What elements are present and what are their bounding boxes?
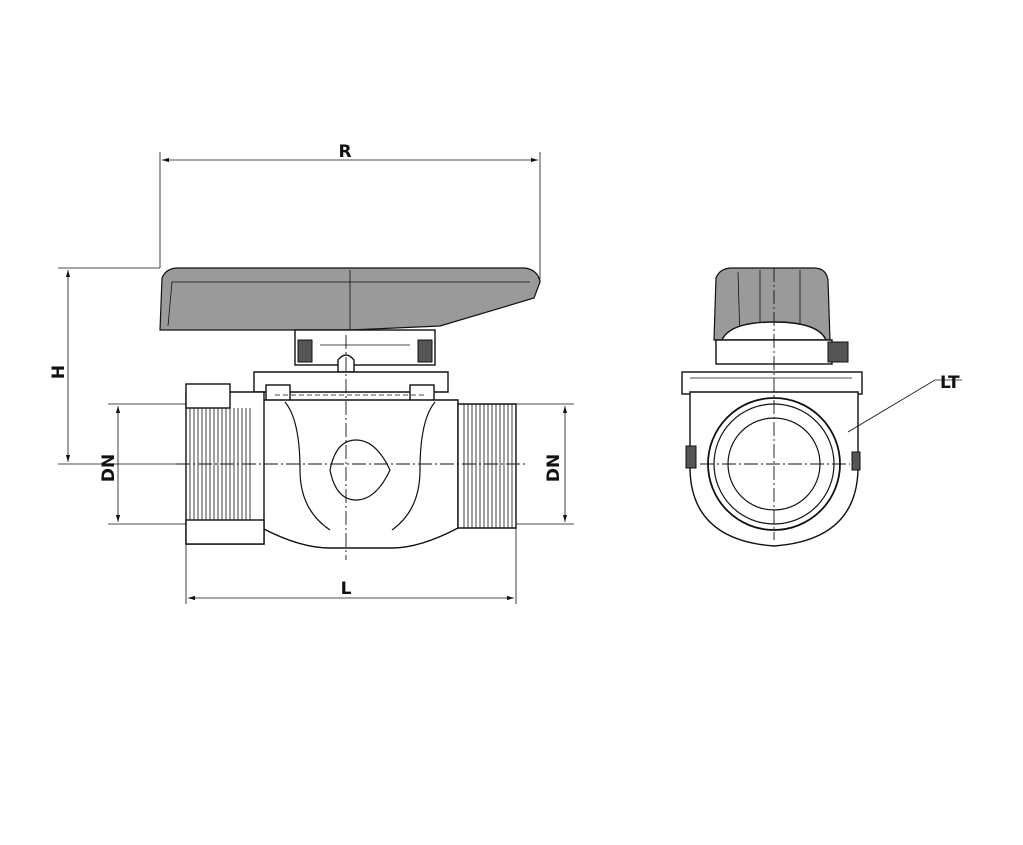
dim-label-dn-left: DN [99, 454, 119, 482]
right-threads [463, 404, 513, 528]
side-view [159, 267, 541, 560]
label-lt: LT [940, 373, 960, 393]
dimensions: R H DN DN L [49, 142, 574, 604]
valve-body [261, 399, 459, 549]
dim-label-dn-right: DN [544, 454, 564, 482]
handle-knob [713, 267, 831, 341]
dim-label-h: H [49, 365, 69, 379]
end-view: LT [681, 267, 962, 547]
bonnet [253, 371, 449, 393]
stem-block [294, 329, 436, 366]
dim-label-l: L [341, 579, 352, 599]
right-threaded-end [457, 403, 517, 529]
dim-label-r: R [338, 142, 351, 162]
